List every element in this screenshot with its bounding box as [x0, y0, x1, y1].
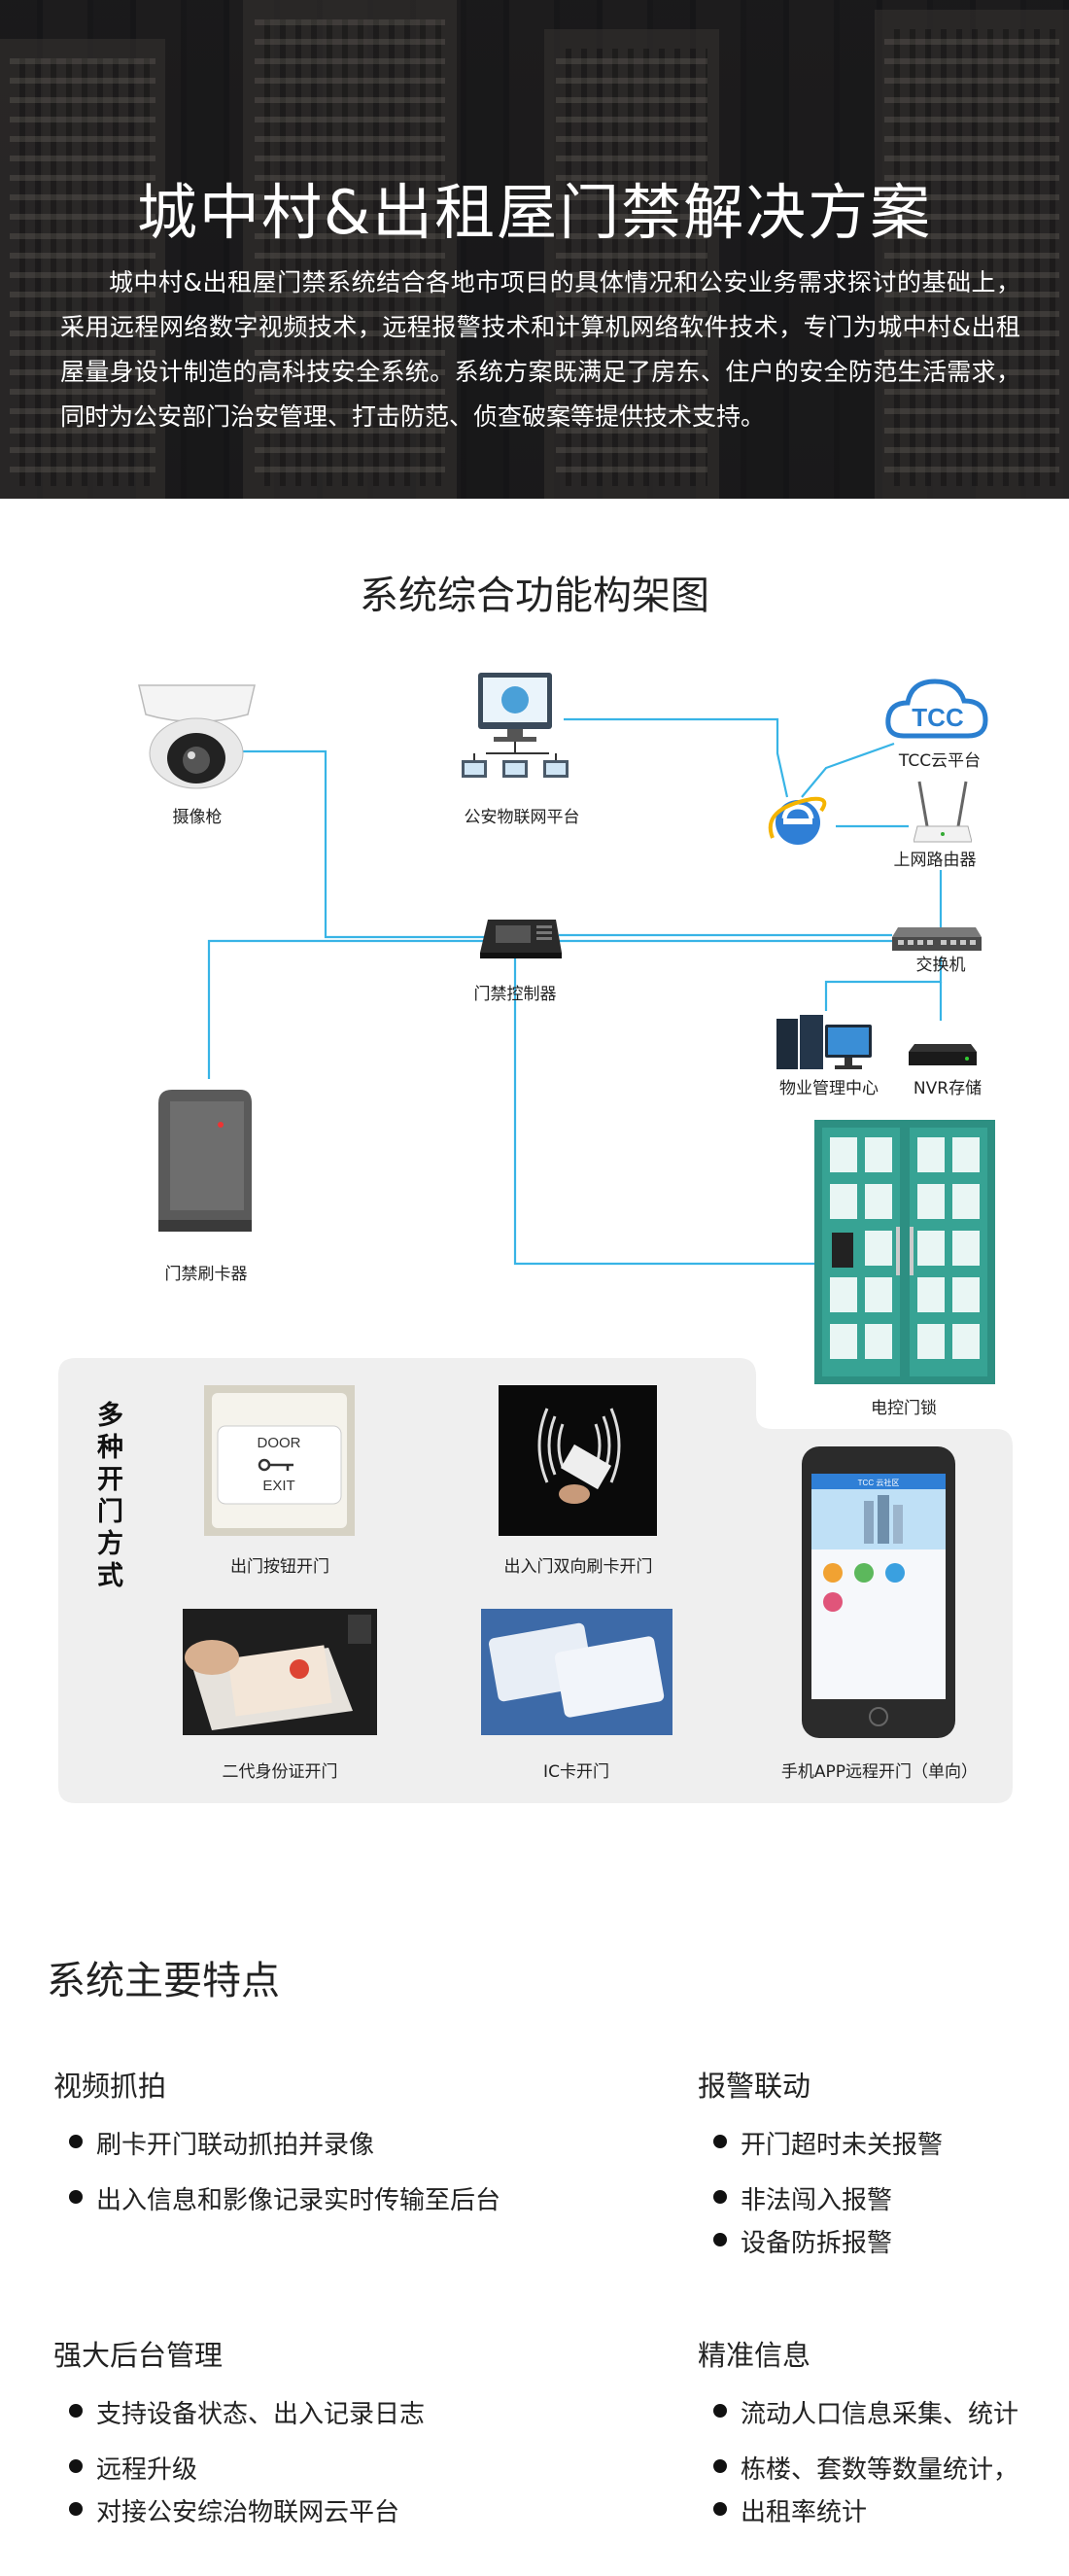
background-building [875, 10, 1069, 499]
hero-description: 城中村&出租屋门禁系统结合各地市项目的具体情况和公安业务需求探讨的基础上，采用远… [60, 268, 1020, 431]
feature-heading: 精准信息 [698, 2339, 811, 2372]
line-switch-property [824, 957, 943, 1011]
exit-text: EXIT [262, 1478, 294, 1494]
line-tcc-browser [801, 742, 895, 798]
switch-node [892, 923, 982, 955]
feature-item: 刷卡开门联动抓拍并录像 [69, 2125, 374, 2161]
feature-item: 栋楼、套数等数量统计， [713, 2450, 1018, 2486]
electric-lock-door-node [814, 1120, 995, 1384]
methods-heading-char: 种 [97, 1433, 123, 1463]
methods-heading-char: 开 [97, 1465, 123, 1495]
dome-camera-icon [138, 684, 256, 789]
card-reader-node [151, 1084, 258, 1239]
background-building [243, 0, 457, 499]
feature-precise-info: 精准信息 流动人口信息采集、统计 栋楼、套数等数量统计， 出租率统计 [698, 2333, 1057, 2527]
controller-node [478, 914, 564, 967]
feature-item: 开门超时未关报警 [713, 2125, 943, 2161]
app-label: 手机APP远程开门（单向） [780, 1762, 979, 1782]
card-reader-icon [158, 1090, 252, 1232]
diagram-title: 系统综合功能构架图 [360, 574, 709, 618]
feature-heading: 视频抓拍 [53, 2070, 167, 2103]
camera-node [131, 671, 262, 797]
feature-item: 出入信息和影像记录实时传输至后台 [69, 2180, 500, 2216]
dual-card-label: 出入门双向刷卡开门 [503, 1557, 653, 1577]
methods-heading-char: 门 [97, 1497, 123, 1527]
door-icon [814, 1120, 995, 1384]
methods-heading-char: 式 [97, 1561, 123, 1591]
features-title: 系统主要特点 [47, 1959, 280, 2003]
line-reader-controller [207, 939, 486, 1079]
background-windows [255, 19, 445, 486]
background-building [0, 39, 165, 499]
tcc-cloud-node: TCC [884, 676, 991, 748]
cloud-icon: TCC [885, 679, 988, 739]
exit-button-label: 出门按钮开门 [230, 1557, 329, 1577]
nvr-node [909, 1040, 977, 1069]
background-windows [10, 58, 155, 486]
property-center-label: 物业管理中心 [779, 1079, 879, 1098]
feature-video-capture: 视频抓拍 刷卡开门联动抓拍并录像 出入信息和影像记录实时传输至后台 [53, 2064, 539, 2219]
app-header-text: TCC 云社区 [858, 1478, 900, 1487]
feature-item: 流动人口信息采集、统计 [713, 2394, 1018, 2430]
line-platform-browser [564, 717, 789, 798]
exit-button-icon: DOOR EXIT [204, 1385, 355, 1536]
door-text: DOOR [258, 1435, 301, 1451]
feature-item: 远程升级 [69, 2450, 197, 2486]
network-computers-icon [462, 673, 569, 778]
network-switch-icon [892, 927, 982, 951]
electric-lock-label: 电控门锁 [871, 1399, 937, 1418]
smartphone-icon: TCC 云社区 [802, 1446, 955, 1738]
nvr-label: NVR存储 [913, 1079, 983, 1098]
property-center-node [773, 1011, 879, 1074]
feature-backend-management: 强大后台管理 支持设备状态、出入记录日志 远程升级 对接公安综治物联网云平台 [53, 2333, 539, 2527]
hero-title: 城中村&出租屋门禁解决方案 [136, 177, 933, 248]
police-platform-label: 公安物联网平台 [464, 808, 580, 827]
id-card-reader-icon [183, 1609, 377, 1735]
tcc-logo-text: TCC [912, 703, 964, 732]
id-card-image [183, 1609, 377, 1735]
ic-card-label: IC卡开门 [543, 1762, 609, 1782]
hero-overlay [0, 0, 1069, 499]
feature-item: 支持设备状态、出入记录日志 [69, 2394, 425, 2430]
server-monitor-icon [776, 1015, 872, 1069]
feature-item: 对接公安综治物联网云平台 [69, 2492, 399, 2528]
controller-label: 门禁控制器 [473, 985, 557, 1004]
background-windows [556, 49, 707, 486]
feature-heading: 报警联动 [698, 2070, 811, 2103]
dual-card-image [499, 1385, 657, 1536]
background-building [544, 29, 719, 499]
ic-cards-icon [481, 1609, 672, 1735]
access-controller-icon [480, 920, 562, 958]
ic-card-image [481, 1609, 672, 1735]
methods-heading-char: 多 [97, 1401, 123, 1431]
switch-label: 交换机 [915, 956, 966, 975]
card-reader-label: 门禁刷卡器 [164, 1265, 248, 1284]
background-windows [884, 29, 1059, 486]
router-label: 上网路由器 [893, 851, 977, 870]
line-camera-controller [238, 749, 486, 939]
methods-heading-char: 方 [97, 1529, 123, 1559]
card-swipe-icon [499, 1385, 657, 1536]
police-platform-node [457, 671, 573, 797]
feature-item: 非法闯入报警 [713, 2180, 892, 2216]
phone-app-image: TCC 云社区 [802, 1446, 955, 1738]
line-controller-lock [513, 957, 816, 1266]
hero-banner: 城中村&出租屋门禁解决方案 城中村&出租屋门禁系统结合各地市项目的具体情况和公安… [0, 0, 1069, 499]
browser-node [763, 789, 831, 853]
camera-label: 摄像枪 [172, 808, 223, 827]
feature-heading: 强大后台管理 [53, 2339, 224, 2372]
feature-item: 出租率统计 [713, 2492, 867, 2528]
feature-item: 设备防拆报警 [713, 2223, 892, 2259]
tcc-cloud-label: TCC云平台 [898, 751, 982, 771]
id-card-label: 二代身份证开门 [222, 1762, 338, 1782]
exit-button-image: DOOR EXIT [204, 1385, 355, 1536]
nvr-storage-icon [909, 1044, 977, 1065]
methods-heading: 多 种 开 门 方 式 [97, 1400, 132, 1592]
feature-alarm-linkage: 报警联动 开门超时未关报警 非法闯入报警 设备防拆报警 [698, 2064, 1057, 2258]
connection-lines [207, 717, 943, 1266]
internet-explorer-icon [768, 796, 827, 845]
